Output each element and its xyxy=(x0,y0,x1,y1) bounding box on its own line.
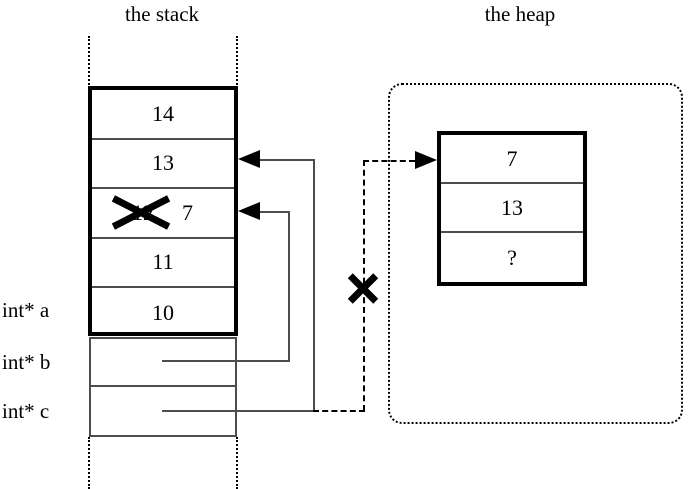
stack-cell-value: 14 xyxy=(152,100,174,126)
pointer-b-arrowhead xyxy=(238,202,260,220)
heap-region xyxy=(388,83,683,424)
stack-cell-value: 10 xyxy=(152,299,174,325)
pointer-b-segment-v xyxy=(288,211,290,362)
heap-title: the heap xyxy=(484,2,556,26)
heap-cell-0: 7 xyxy=(441,135,583,184)
label-int-ptr-b: int* b xyxy=(2,350,51,374)
stack-cell-overwritten: 12 7 xyxy=(92,189,234,239)
stack-title: the stack xyxy=(124,2,200,26)
pointer-c-segment-h1 xyxy=(162,410,315,412)
heap-cell-1: 13 xyxy=(441,184,583,233)
dangling-pointer-arrowhead xyxy=(415,151,437,169)
crossed-old-value: 12 xyxy=(132,199,154,225)
pointer-c-arrowhead xyxy=(238,150,260,168)
heap-cell-2: ? xyxy=(441,233,583,282)
stack-cell-14: 14 xyxy=(92,90,234,140)
pointer-b-segment-h2 xyxy=(260,211,290,213)
stack-cell-value: 13 xyxy=(152,150,174,176)
stack-pointer-slots xyxy=(89,337,237,437)
new-value: 7 xyxy=(182,189,193,237)
stack-cell-11: 11 xyxy=(92,239,234,288)
label-int-ptr-c: int* c xyxy=(2,399,50,423)
heap-cell-value: 7 xyxy=(506,145,518,171)
pointer-c-segment-h2 xyxy=(260,159,315,161)
stack-rail-right xyxy=(236,36,238,88)
pointer-c-segment-v xyxy=(313,159,315,412)
stack-slot-b xyxy=(91,339,235,387)
stack-rail-left-lower xyxy=(88,437,90,489)
label-int-ptr-a: int* a xyxy=(2,298,50,322)
stack-rail-left xyxy=(88,36,90,88)
stack-rail-right-lower xyxy=(236,437,238,489)
heap-block: 7 13 ? xyxy=(437,131,587,286)
heap-cell-value: 13 xyxy=(501,194,523,220)
dangling-pointer-riser xyxy=(363,160,365,411)
stack-cell-value: 11 xyxy=(152,249,174,275)
dangling-pointer-tail xyxy=(313,410,365,412)
heap-cell-value: ? xyxy=(507,244,517,270)
crossed-value-wrap: 12 xyxy=(106,189,180,237)
stack-cell-10: 10 xyxy=(92,288,234,338)
stack-cell-13: 13 xyxy=(92,140,234,189)
new-value-text: 7 xyxy=(182,199,193,225)
pointer-b-segment-h1 xyxy=(162,360,290,362)
stack-frame: 14 13 12 7 11 10 xyxy=(88,86,238,336)
